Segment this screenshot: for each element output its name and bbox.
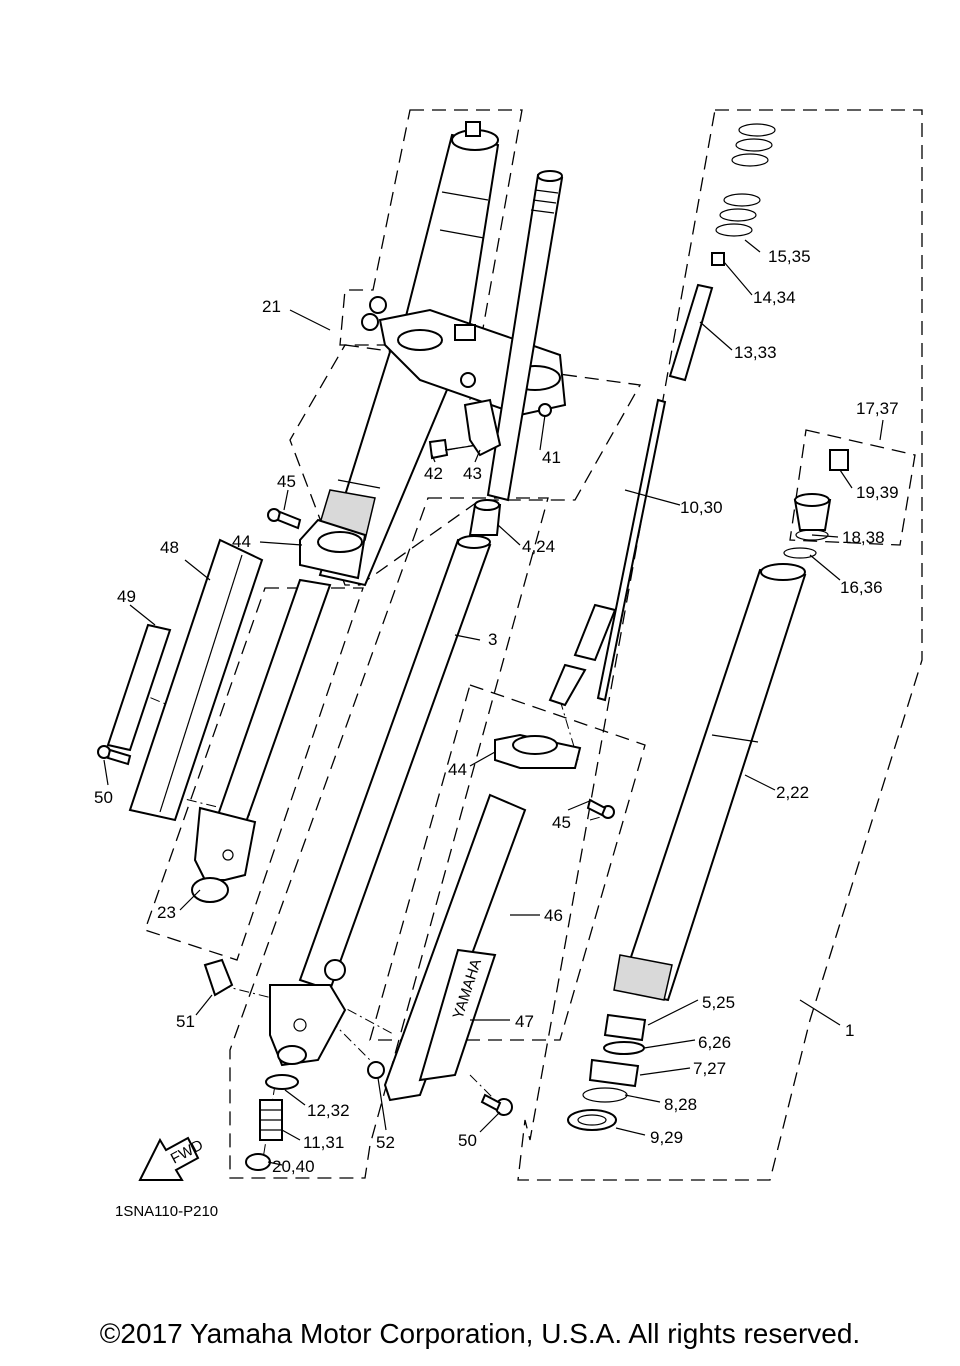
bolt-42 <box>428 438 479 460</box>
outline-inner-tube-21 <box>144 587 364 961</box>
callout-8-28: 8,28 <box>664 1095 697 1114</box>
seal-7-27 <box>588 1058 640 1088</box>
callout-41: 41 <box>542 448 561 467</box>
washer-12-32 <box>265 1074 299 1090</box>
callout-21: 21 <box>262 297 281 316</box>
callout-19-39: 19,39 <box>856 483 899 502</box>
outline-lower-assembly <box>229 497 549 1179</box>
callout-20-40: 20,40 <box>272 1157 315 1176</box>
spring-15-35 <box>715 123 776 237</box>
outline-guard-group <box>369 684 646 1041</box>
seal-9-29 <box>567 1109 617 1131</box>
outline-upper-bracket <box>289 344 642 586</box>
rod-13-33 <box>668 283 714 382</box>
callout-10-30: 10,30 <box>680 498 723 517</box>
callout-49: 49 <box>117 587 136 606</box>
bolt-52 <box>367 1061 385 1079</box>
callout-2-22: 2,22 <box>776 783 809 802</box>
callout-4-24: 4,24 <box>522 537 555 556</box>
seal-5-25 <box>603 1013 647 1042</box>
callout-6-26: 6,26 <box>698 1033 731 1052</box>
callout-48: 48 <box>160 538 179 557</box>
bushing-4-24 <box>468 499 502 536</box>
adjuster-11-31 <box>259 1099 283 1141</box>
callout-5-25: 5,25 <box>702 993 735 1012</box>
callout-43: 43 <box>463 464 482 483</box>
clip-43 <box>463 398 502 457</box>
diagram-code: 1SNA110-P210 <box>115 1203 218 1220</box>
callout-17-37: 17,37 <box>856 399 899 418</box>
callout-23: 23 <box>157 903 176 922</box>
callout-3: 3 <box>488 630 497 649</box>
callout-44-upper: 44 <box>232 532 251 551</box>
washer-6-26 <box>603 1041 645 1055</box>
clamp-44-upper <box>299 518 367 580</box>
callout-13-33: 13,33 <box>734 343 777 362</box>
callout-labels: 21 1 2,22 3 4,24 5,25 6,26 7,27 8,28 9,2… <box>94 247 899 1176</box>
steering-stem <box>486 170 564 502</box>
clip-8-28 <box>582 1087 628 1103</box>
callout-50-left: 50 <box>94 788 113 807</box>
axle-bracket <box>269 959 347 1067</box>
cap-bolt-17-37 <box>783 449 849 559</box>
bolt-45-lower <box>586 798 615 819</box>
callout-16-36: 16,36 <box>840 578 883 597</box>
callout-46: 46 <box>544 906 563 925</box>
bolt-50-lower <box>480 1093 513 1116</box>
outline-fork-assembly-1 <box>517 109 923 1181</box>
forward-arrow-icon: FWD <box>138 1136 206 1181</box>
copyright-notice: ©2017 Yamaha Motor Corporation, U.S.A. A… <box>99 1318 861 1349</box>
outline-cap-bolt-17 <box>789 429 916 546</box>
leader-lines <box>103 239 884 1166</box>
guard-48 <box>128 538 264 822</box>
part-51 <box>203 958 234 997</box>
callout-45-lower: 45 <box>552 813 571 832</box>
callout-47: 47 <box>515 1012 534 1031</box>
guard-46 <box>383 793 527 1102</box>
nut-14-34 <box>711 252 725 266</box>
inner-tube-left <box>191 578 332 903</box>
rod-10-30 <box>548 398 667 707</box>
callout-15-35: 15,35 <box>768 247 811 266</box>
callout-12-32: 12,32 <box>307 1101 350 1120</box>
callout-18-38: 18,38 <box>842 528 885 547</box>
clamp-44-lower <box>494 733 582 769</box>
outline-upper-tube-cap <box>339 109 523 346</box>
callout-45-upper: 45 <box>277 472 296 491</box>
callout-14-34: 14,34 <box>753 288 796 307</box>
callout-42: 42 <box>424 464 443 483</box>
callout-51: 51 <box>176 1012 195 1031</box>
bolt-45-upper <box>267 508 302 530</box>
callout-7-27: 7,27 <box>693 1059 726 1078</box>
callout-50-lower: 50 <box>458 1131 477 1150</box>
outer-tube-2-22 <box>613 563 807 1002</box>
callout-44-lower: 44 <box>448 760 467 779</box>
callout-52: 52 <box>376 1133 395 1152</box>
group-outlines <box>144 109 923 1181</box>
callout-11-31: 11,31 <box>303 1133 344 1152</box>
callout-1: 1 <box>845 1021 854 1040</box>
label-49 <box>106 623 172 752</box>
bolt-50-left <box>97 745 132 766</box>
cap-20-40 <box>245 1153 271 1171</box>
callout-9-29: 9,29 <box>650 1128 683 1147</box>
